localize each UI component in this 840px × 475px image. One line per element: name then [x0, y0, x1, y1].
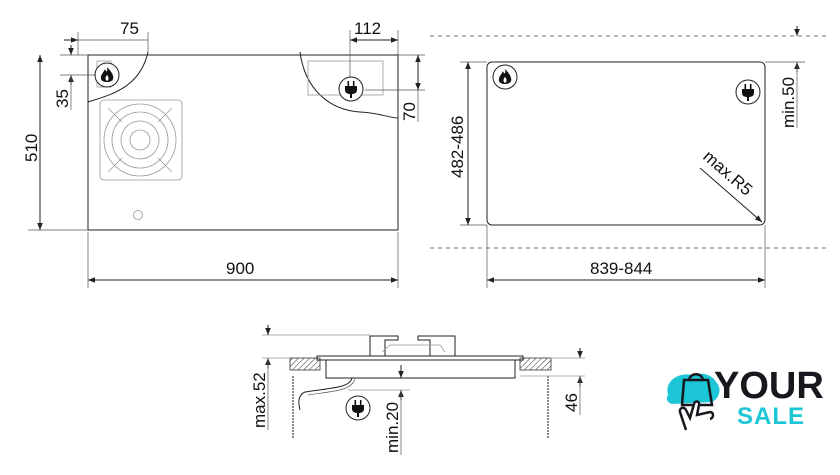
gas-flame-icon — [94, 62, 120, 88]
dim-left-offset: 75 — [120, 19, 139, 38]
dim-width: 900 — [226, 259, 254, 278]
logo-word-your: YOUR — [714, 365, 824, 407]
hob-body — [325, 359, 516, 379]
dim-left-vertical-offset: 35 — [53, 89, 72, 108]
electric-plug-icon — [735, 79, 761, 105]
dim-max-height: max.52 — [250, 372, 269, 428]
logo-word-sale: SALE — [737, 403, 805, 430]
power-cable — [298, 377, 353, 411]
hob-outline — [87, 54, 399, 231]
worktop-left — [289, 357, 321, 371]
gas-flame-icon — [492, 64, 518, 90]
hob-top-view: 75 112 35 510 70 900 — [22, 19, 425, 288]
pan-support — [369, 335, 456, 356]
dim-right-offset: 112 — [354, 19, 381, 38]
hob-top-plate — [316, 355, 524, 361]
burner-grate — [99, 99, 183, 181]
dim-depth: 510 — [22, 134, 41, 162]
cutout-outline — [486, 61, 766, 226]
dim-min-clearance: min.20 — [383, 402, 402, 453]
cutout-view: max.R5 482-486 min.50 839-844 — [430, 26, 830, 288]
left-zone-curve — [87, 51, 149, 103]
section-view: max.52 min.20 46 — [250, 325, 585, 455]
dim-cutout-width: 839-844 — [590, 259, 652, 278]
your-sale-logo: YOUR SALE — [666, 365, 824, 431]
dim-right-vertical-offset: 70 — [400, 102, 419, 121]
worktop-right — [519, 357, 552, 371]
dim-worktop-thickness: 46 — [562, 393, 581, 412]
electric-plug-icon — [345, 395, 371, 421]
dim-min-edge: min.50 — [779, 77, 798, 128]
electric-plug-icon — [338, 76, 364, 102]
dim-cutout-depth: 482-486 — [448, 116, 467, 178]
control-knob — [133, 210, 143, 220]
